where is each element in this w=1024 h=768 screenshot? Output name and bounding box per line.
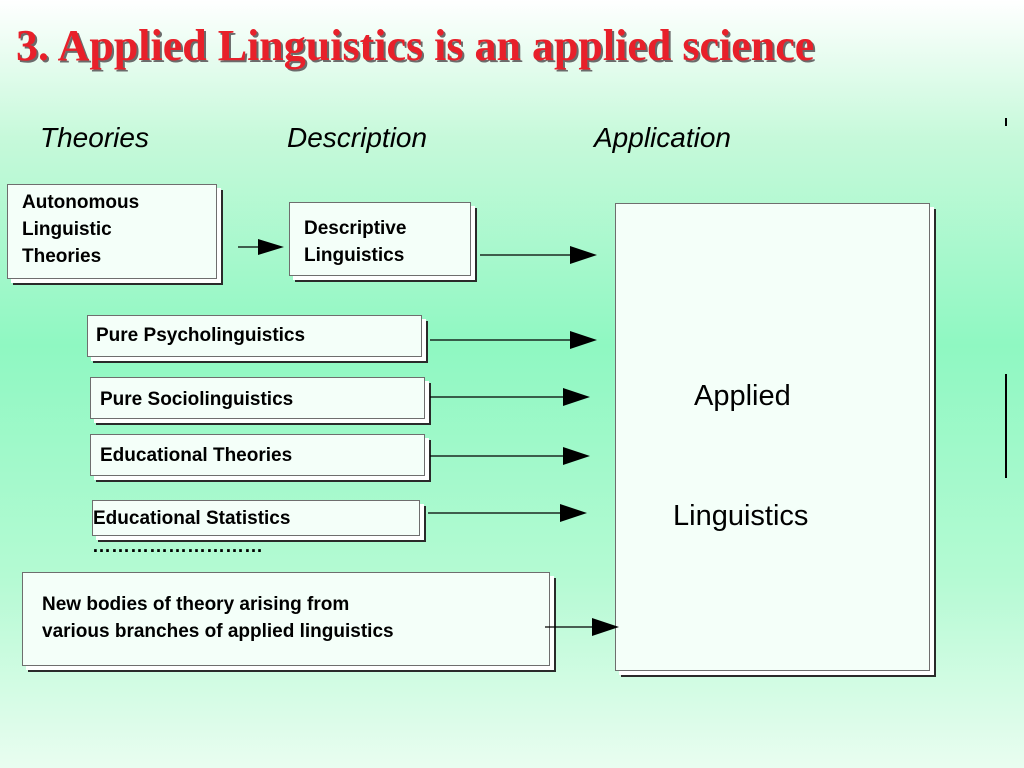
arrow-psycho-to-applied (430, 331, 597, 349)
column-heading-description: Description (287, 122, 428, 153)
slide-title: 3. Applied Linguistics is an applied sci… (16, 21, 815, 70)
box-psycho-label: Pure Psycholinguistics (96, 325, 306, 346)
box-autonomous-linguistic-theories: Autonomous Linguistic Theories (7, 184, 217, 279)
arrow-autonomous-to-descriptive (238, 239, 284, 255)
box-applied-linguistics (615, 203, 930, 671)
column-heading-theories: Theories (40, 122, 149, 153)
ellipsis-more-theories: ……………………… (92, 536, 263, 557)
box-pure-psycholinguistics: Pure Psycholinguistics (87, 315, 422, 357)
edge-mark-top (1005, 118, 1007, 126)
arrow-educational-theories-to-applied (430, 447, 590, 465)
box-descriptive-label: Descriptive Linguistics (304, 218, 407, 266)
box-descriptive-linguistics: Descriptive Linguistics (289, 202, 471, 276)
arrow-educational-statistics-to-applied (428, 504, 587, 522)
box-new-bodies-of-theory: New bodies of theory arising from variou… (22, 572, 550, 666)
box-educational-statistics: Educational Statistics (92, 500, 420, 536)
box-educational-theories: Educational Theories (90, 434, 425, 476)
arrow-new-bodies-to-applied (545, 618, 619, 636)
applied-linguistics-line1: Applied (694, 380, 791, 412)
box-educational-statistics-label: Educational Statistics (93, 508, 291, 529)
edge-mark-right (1005, 374, 1007, 478)
box-educational-theories-label: Educational Theories (100, 445, 293, 466)
box-autonomous-label: Autonomous Linguistic Theories (22, 192, 140, 267)
arrow-socio-to-applied (430, 388, 590, 406)
applied-linguistics-line2: Linguistics (673, 500, 809, 532)
box-socio-label: Pure Sociolinguistics (100, 389, 294, 410)
arrow-descriptive-to-applied (480, 246, 597, 264)
box-new-bodies-label: New bodies of theory arising from variou… (42, 594, 394, 642)
column-heading-application: Application (594, 122, 731, 153)
box-pure-sociolinguistics: Pure Sociolinguistics (90, 377, 425, 419)
